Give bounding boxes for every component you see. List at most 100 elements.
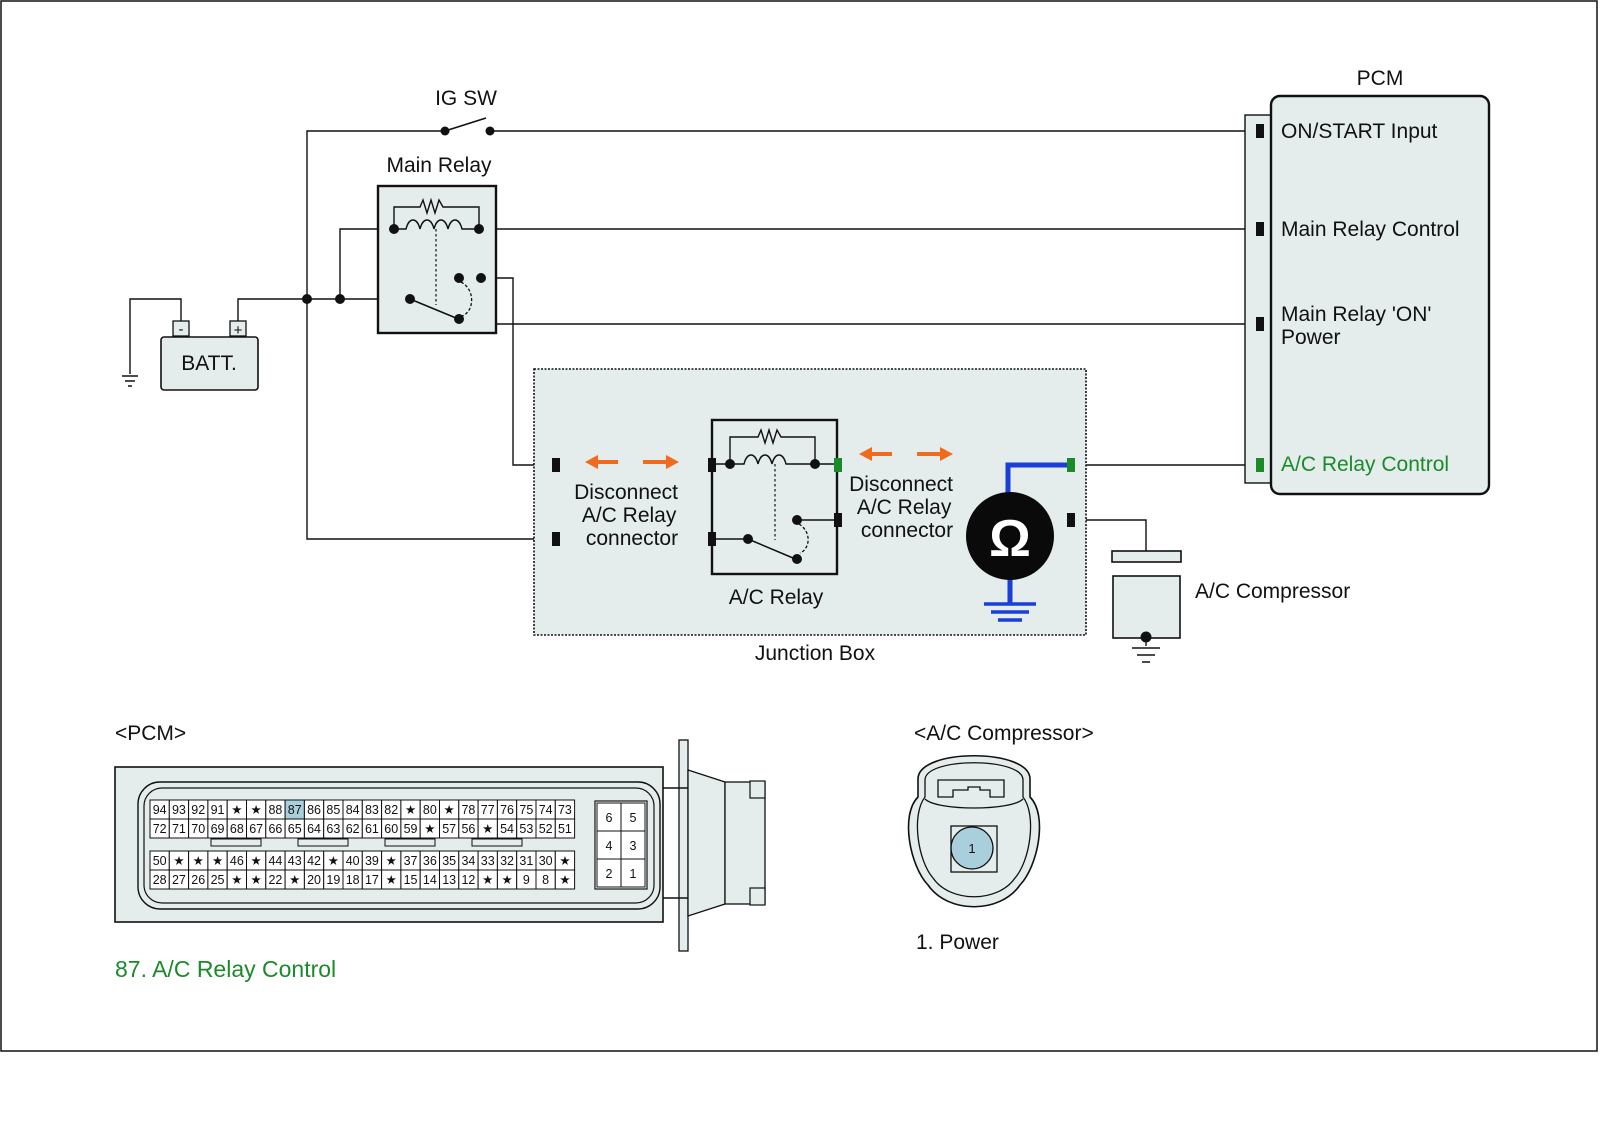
pcm-pin-cell: ★ <box>554 869 576 890</box>
pcm-side-pin-label: 1 <box>630 867 637 881</box>
pcm-pin-cell: ★ <box>400 799 421 820</box>
wire-ig-feed <box>306 130 445 296</box>
pcm-pin-cell: 43 <box>284 850 305 871</box>
pcm-pin-cell: 52 <box>535 818 556 839</box>
pcm-pin-cell: 82 <box>381 799 402 820</box>
battery <box>160 320 259 391</box>
pcm-pin-cell: 44 <box>265 850 286 871</box>
pcm-pin-label: ★ <box>193 854 204 868</box>
pcm-pin-label: 52 <box>539 822 553 836</box>
pcm-pin-label: ★ <box>482 822 493 836</box>
pcm-side-pin-cell <box>620 858 646 888</box>
pcm-pin-label: 73 <box>558 803 572 817</box>
pcm-pin-label: 61 <box>365 822 379 836</box>
pcm-pin-cell: 71 <box>168 818 190 839</box>
pcm-pin-label: ★ <box>251 873 262 887</box>
pcm-pin-label: 50 <box>153 854 167 868</box>
pcm-pin-cell: 18 <box>342 869 363 890</box>
pcm-pin-cell: 83 <box>361 799 383 820</box>
pcm-pin-cell: 54 <box>496 818 518 839</box>
pcm-pin-label: 80 <box>423 803 437 817</box>
pcm-pin-label: 65 <box>288 822 302 836</box>
ac-relay <box>708 418 842 576</box>
pcm-pin-label: 44 <box>268 854 282 868</box>
pcm-pin-cell: 91 <box>207 799 228 820</box>
pcm-pin-label: 88 <box>268 803 282 817</box>
pcm-pin-cell: ★ <box>323 850 344 871</box>
pcm-pin-label: ★ <box>212 854 223 868</box>
wire-batt-ground <box>129 298 182 374</box>
pcm-pin-cell: 60 <box>381 818 402 839</box>
pcm-pin-label: 72 <box>153 822 167 836</box>
pcm-pin-label: 14 <box>423 873 437 887</box>
pcm-pin-cell: 57 <box>439 818 460 839</box>
pcm-pin-label: 34 <box>461 854 475 868</box>
pcm-side-pin-label: 2 <box>606 867 613 881</box>
pcm-pin-label: 31 <box>519 854 533 868</box>
pcm-connector-caption: 87. A/C Relay Control <box>115 956 336 982</box>
pcm-pin-label: 54 <box>500 822 514 836</box>
pcm-pin-cell: 17 <box>361 869 383 890</box>
pcm-pin-cell: 39 <box>361 850 383 871</box>
pcm-pin-cell: 92 <box>188 799 209 820</box>
pcm-pin-label: 35 <box>442 854 456 868</box>
compressor-connector-caption: 1. Power <box>916 931 999 954</box>
pcm-pin-cell: 32 <box>496 850 518 871</box>
pcm-pin-cell: ★ <box>381 869 402 890</box>
pcm-pin-label: 82 <box>384 803 398 817</box>
pcm-pin-cell: 94 <box>149 799 170 820</box>
pcm-pin-label: 66 <box>268 822 282 836</box>
pcm-pin-label: 62 <box>346 822 360 836</box>
pcm-pin-cell: 31 <box>516 850 537 871</box>
pcm-pin-cell: 42 <box>303 850 325 871</box>
pcm-pin-label: ★ <box>231 803 242 817</box>
pcm-side-pin-cell <box>596 802 622 832</box>
disconnect-label-left: Disconnect A/C Relay connector <box>574 481 684 550</box>
pcm-pin-cell: 14 <box>419 869 441 890</box>
pcm-pin-cell: 12 <box>458 869 479 890</box>
pcm-pin-cell: 84 <box>342 799 363 820</box>
pcm-pin-cell: 37 <box>400 850 421 871</box>
pcm-pin-cell: 9 <box>516 869 537 890</box>
pcm-pin-cell: ★ <box>246 869 267 890</box>
pcm-pin-on-start: ON/START Input <box>1281 120 1438 143</box>
pcm-pin-cell: 68 <box>226 818 247 839</box>
ig-sw-label: IG SW <box>435 87 497 110</box>
pcm-pin-label: 53 <box>519 822 533 836</box>
pcm-pin-cell: 63 <box>323 818 344 839</box>
pcm-pin-cell: 56 <box>458 818 479 839</box>
pcm-side-pin-label: 3 <box>630 839 637 853</box>
pcm-pin-cell: 73 <box>554 799 576 820</box>
pcm-pin-label: 87 <box>288 803 302 817</box>
pcm-pin-label: 84 <box>346 803 360 817</box>
pcm-pin-cell: 51 <box>554 818 576 839</box>
pcm-pin-cell: 35 <box>439 850 460 871</box>
pcm-pin-cell: 46 <box>226 850 247 871</box>
pcm-pin-cell: 69 <box>207 818 228 839</box>
pcm-pin-cell: 75 <box>516 799 537 820</box>
junction-box-label: Junction Box <box>755 642 876 665</box>
pcm-pin-cell: ★ <box>246 799 267 820</box>
pcm-pin-cell: 20 <box>303 869 325 890</box>
batt-plus-label: + <box>234 322 243 339</box>
pcm-pin-label: 37 <box>404 854 418 868</box>
pcm-pin-cell: 26 <box>188 869 209 890</box>
pcm-pin-label: 51 <box>558 822 572 836</box>
ground-symbol-batt <box>122 375 138 387</box>
compressor-connector <box>907 754 1041 908</box>
pcm-pin-label: 60 <box>384 822 398 836</box>
ohm-icon: Ω <box>989 510 1031 568</box>
pcm-side-pin-cell <box>620 830 646 860</box>
batt-minus-label: - <box>179 321 184 338</box>
pcm-pin-cell: 13 <box>439 869 460 890</box>
pcm-pin-label: 40 <box>346 854 360 868</box>
pcm-pin-cell: 74 <box>535 799 556 820</box>
pcm-pin-label: ★ <box>231 873 242 887</box>
pcm-pin-label: ★ <box>328 854 339 868</box>
pcm-pin-cell: ★ <box>226 869 247 890</box>
pcm-pin-label: 30 <box>539 854 553 868</box>
pcm-pin-main-relay-on-power: Main Relay 'ON' Power <box>1281 303 1437 349</box>
pcm-pin-label: 85 <box>326 803 340 817</box>
